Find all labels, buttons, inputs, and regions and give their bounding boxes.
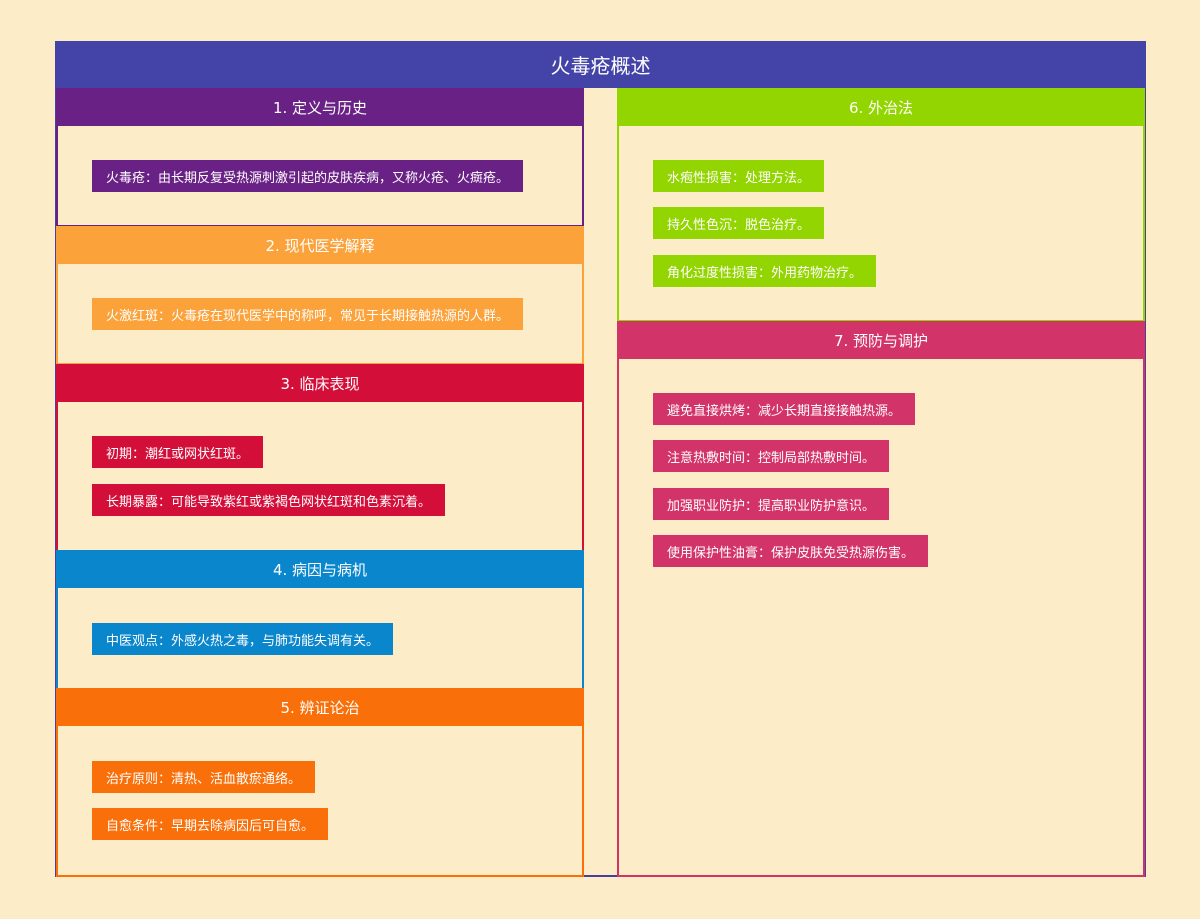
section-item: 中医观点：外感火热之毒，与肺功能失调有关。 (92, 623, 394, 655)
section-prevention-care: 7. 预防与调护 避免直接烘烤：减少长期直接接触热源。 注意热敷时间：控制局部热… (617, 321, 1145, 877)
section-header: 4. 病因与病机 (56, 550, 584, 588)
section-header: 3. 临床表现 (56, 364, 584, 402)
section-etiology-pathogenesis: 4. 病因与病机 中医观点：外感火热之毒，与肺功能失调有关。 (56, 550, 584, 690)
section-header: 5. 辨证论治 (56, 688, 584, 726)
section-item: 火毒疮：由长期反复受热源刺激引起的皮肤疾病，又称火疮、火癍疮。 (92, 160, 524, 192)
section-item: 加强职业防护：提高职业防护意识。 (653, 488, 890, 520)
section-item: 角化过度性损害：外用药物治疗。 (653, 255, 877, 287)
section-syndrome-treatment: 5. 辨证论治 治疗原则：清热、活血散瘀通络。 自愈条件：早期去除病因后可自愈。 (56, 688, 584, 877)
section-item: 注意热敷时间：控制局部热敷时间。 (653, 440, 890, 472)
section-item: 避免直接烘烤：减少长期直接接触热源。 (653, 393, 916, 425)
section-item: 自愈条件：早期去除病因后可自愈。 (92, 808, 329, 840)
section-item: 长期暴露：可能导致紫红或紫褐色网状红斑和色素沉着。 (92, 484, 446, 516)
section-item: 持久性色沉：脱色治疗。 (653, 207, 825, 239)
section-clinical-manifestation: 3. 临床表现 初期：潮红或网状红斑。 长期暴露：可能导致紫红或紫褐色网状红斑和… (56, 364, 584, 552)
section-modern-medicine: 2. 现代医学解释 火激红斑：火毒疮在现代医学中的称呼，常见于长期接触热源的人群… (56, 226, 584, 365)
section-header: 1. 定义与历史 (56, 88, 584, 126)
section-definition-history: 1. 定义与历史 火毒疮：由长期反复受热源刺激引起的皮肤疾病，又称火疮、火癍疮。 (56, 88, 584, 227)
section-item: 使用保护性油膏：保护皮肤免受热源伤害。 (653, 535, 929, 567)
section-item: 治疗原则：清热、活血散瘀通络。 (92, 761, 316, 793)
main-title: 火毒疮概述 (55, 41, 1146, 88)
section-header: 7. 预防与调护 (617, 321, 1145, 359)
section-item: 水疱性损害：处理方法。 (653, 160, 825, 192)
section-item: 初期：潮红或网状红斑。 (92, 436, 264, 468)
section-external-treatment: 6. 外治法 水疱性损害：处理方法。 持久性色沉：脱色治疗。 角化过度性损害：外… (617, 88, 1145, 322)
section-item: 火激红斑：火毒疮在现代医学中的称呼，常见于长期接触热源的人群。 (92, 298, 524, 330)
section-header: 2. 现代医学解释 (56, 226, 584, 264)
section-header: 6. 外治法 (617, 88, 1145, 126)
